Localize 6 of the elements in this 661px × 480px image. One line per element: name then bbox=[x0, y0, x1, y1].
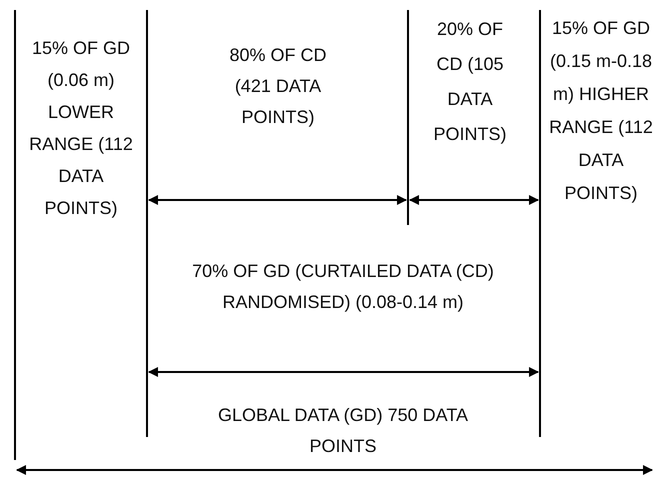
range-label: 20% OF CD (105 DATA POINTS) bbox=[432, 18, 508, 146]
range-label: 15% OF GD (0.06 m) LOWER RANGE (112 DATA POINTS) bbox=[28, 37, 134, 220]
range-label: 15% OF GD (0.15 m-0.18 m) HIGHER RANGE (112 DATA POINTS) bbox=[548, 17, 654, 205]
range-label: 80% OF CD (421 DATA POINTS) bbox=[228, 44, 328, 129]
range-label: 70% OF GD (CURTAILED DATA (CD) RANDOMISED) (0.08-0.14 m) bbox=[191, 260, 495, 314]
range-label: GLOBAL DATA (GD) 750 DATA POINTS bbox=[216, 404, 470, 458]
